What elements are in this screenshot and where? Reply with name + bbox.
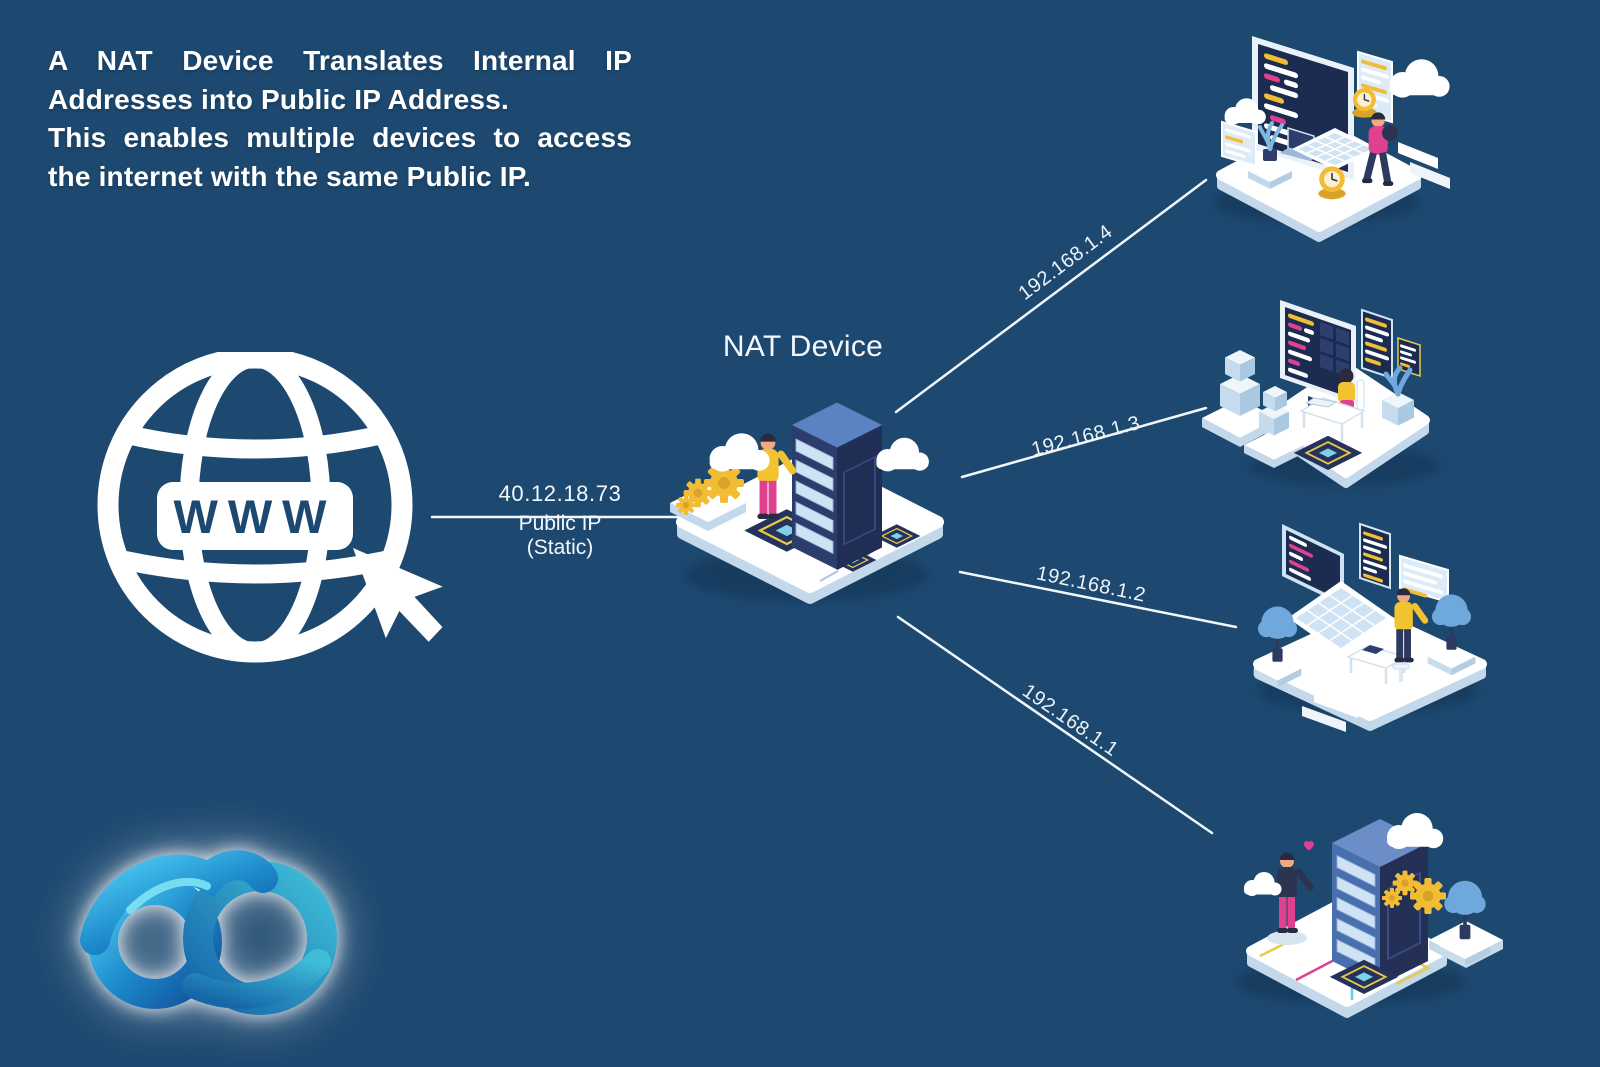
tree-icon [1427, 594, 1476, 676]
cloud-icon [876, 437, 929, 472]
tree-icon [1439, 880, 1491, 967]
plant-icon [1248, 121, 1292, 189]
www-globe-icon: WWW [95, 347, 475, 667]
workstation-4-illustration [1200, 788, 1510, 1020]
workstation-3-illustration [1210, 496, 1495, 736]
step [1410, 162, 1450, 189]
keyboard-icon [1292, 128, 1378, 170]
server-tower-icon [792, 402, 882, 570]
plant-icon [1382, 365, 1414, 426]
ws3-floating-panel [1399, 554, 1449, 604]
ws2-floating-panel [1361, 308, 1393, 380]
ws2-floating-panel [1397, 336, 1421, 378]
public-ip-label: Public IP [518, 512, 602, 535]
workstation-1-illustration [1192, 30, 1472, 245]
ws2-code-screen [1280, 300, 1356, 415]
www-text: WWW [173, 490, 336, 543]
clock-icon [1317, 165, 1347, 200]
ws2-cube-stacks [1202, 350, 1304, 468]
gear-icon [676, 495, 696, 515]
cloud-logo [35, 790, 365, 1030]
line-192-168-1-3 [960, 406, 1208, 479]
bag-icon [1382, 125, 1398, 141]
step [1398, 142, 1438, 169]
intro-line-4: the internet with the same Public IP. [48, 160, 531, 192]
heart-icon [1304, 841, 1314, 851]
public-ip-address: 40.12.18.73 [498, 481, 622, 506]
clock-icon [1351, 87, 1378, 119]
ws3-desk [1346, 645, 1410, 684]
cloud-icon [1389, 59, 1450, 98]
step [1302, 706, 1346, 732]
public-ip-sublabel: (Static) [526, 536, 594, 559]
intro-line-2: Addresses into Public IP Address. [48, 83, 509, 115]
workstation-2-illustration [1196, 290, 1456, 502]
line-192-168-1-1 [896, 615, 1214, 835]
ws3-laptop [1282, 524, 1394, 655]
intro-line-3: This enables multiple devices to access [48, 122, 632, 153]
person-head [1338, 368, 1354, 384]
nat-device-illustration [660, 375, 960, 615]
gear-icon [1382, 888, 1402, 908]
nat-device-title: NAT Device [722, 330, 884, 363]
cloud-icon [1244, 872, 1282, 896]
line-192-168-1-4 [894, 178, 1208, 414]
ws2-desk-person [1299, 368, 1366, 441]
intro-line-1: A NAT Device Translates Internal IP [48, 45, 632, 76]
gear-icon [1410, 878, 1446, 914]
step [1314, 692, 1358, 718]
www-banner [157, 482, 353, 550]
cursor-icon [353, 548, 443, 642]
ws3-floating-panel [1359, 522, 1391, 590]
line-192-168-1-2 [958, 570, 1238, 629]
cloud-icon [1387, 813, 1444, 849]
intro-text: A NAT Device Translates Internal IP Addr… [48, 42, 632, 196]
ws1-side-panel [1221, 120, 1257, 168]
